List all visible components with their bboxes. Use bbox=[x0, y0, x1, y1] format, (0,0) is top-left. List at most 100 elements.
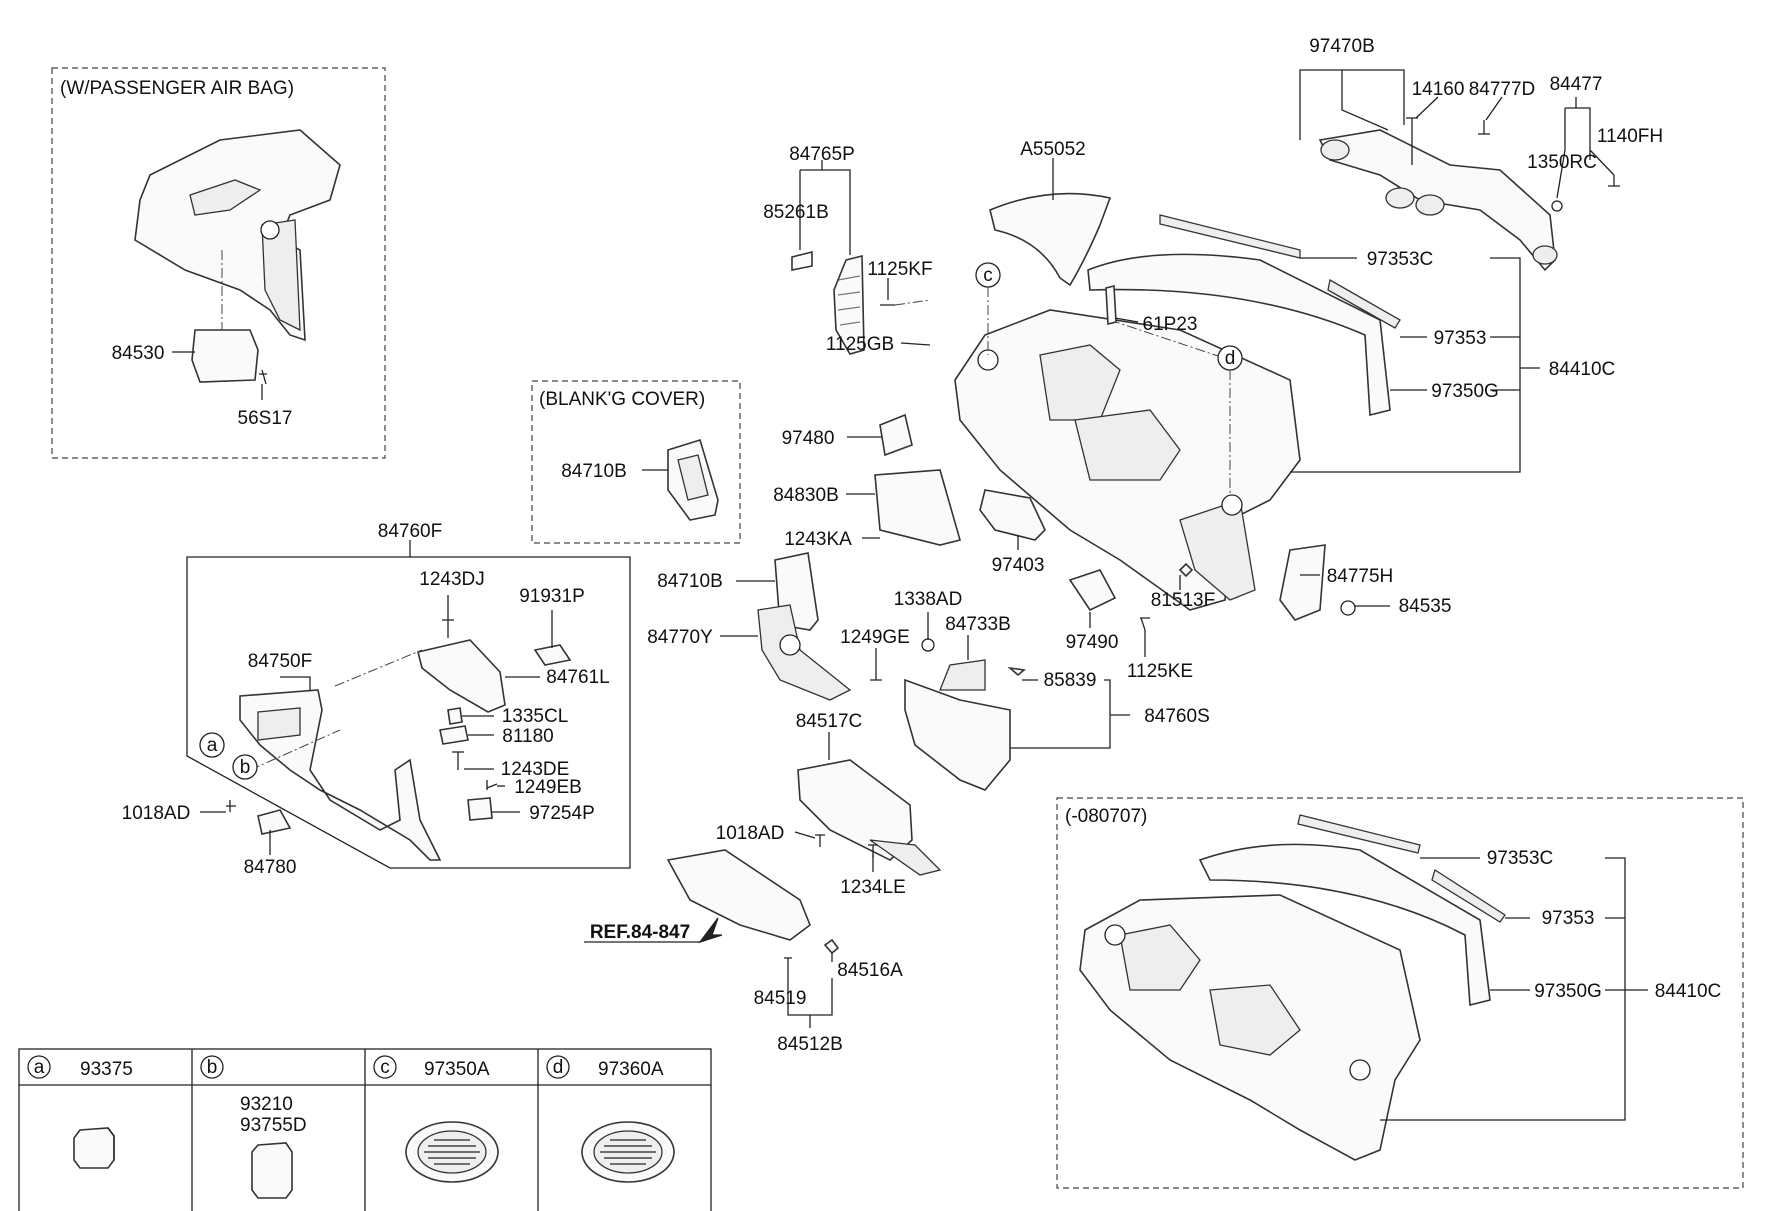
callout-circle-b bbox=[200, 1055, 224, 1079]
label-1243DE: 1243DE bbox=[501, 759, 570, 780]
label-1125KF: 1125KF bbox=[867, 259, 932, 280]
clip-1350RC bbox=[1551, 200, 1563, 212]
label-1018AD-mid: 1018AD bbox=[716, 823, 785, 844]
legend-cell-a: a 93375 bbox=[27, 1055, 133, 1169]
label-97350G-variant: 97350G bbox=[1534, 981, 1602, 1002]
label-84516A: 84516A bbox=[837, 960, 903, 981]
label-1243DJ: 1243DJ bbox=[419, 569, 485, 590]
label-81180: 81180 bbox=[502, 726, 553, 747]
label-84477: 84477 bbox=[1550, 74, 1603, 95]
callout-circle-d bbox=[546, 1055, 570, 1079]
label-97353-variant: 97353 bbox=[1542, 908, 1595, 929]
duct-97470B bbox=[1318, 129, 1558, 272]
latch-84516A bbox=[823, 938, 840, 955]
label-84760S: 84760S bbox=[1144, 706, 1210, 727]
duct-97353C bbox=[1087, 214, 1401, 417]
date-variant-box-title: (-080707) bbox=[1065, 806, 1147, 827]
label-81513F: 81513F bbox=[1151, 590, 1215, 611]
callout-circle-a bbox=[27, 1055, 51, 1079]
callout-circle-c bbox=[373, 1055, 397, 1079]
legend-part-d: 97360A bbox=[598, 1059, 664, 1080]
svg-text:b: b bbox=[207, 1057, 218, 1078]
screw-1125KE bbox=[1140, 617, 1150, 631]
label-97254P: 97254P bbox=[529, 803, 595, 824]
svg-text:c: c bbox=[380, 1057, 390, 1078]
label-84780: 84780 bbox=[244, 857, 297, 878]
legend-cell-d: d 97360A bbox=[546, 1055, 675, 1183]
blank-cover-box-title: (BLANK'G COVER) bbox=[539, 389, 705, 410]
label-61P23: 61P23 bbox=[1143, 314, 1198, 335]
label-84761L: 84761L bbox=[546, 667, 609, 688]
label-84760F: 84760F bbox=[378, 521, 442, 542]
label-97350G: 97350G bbox=[1431, 381, 1499, 402]
legend-cell-c: c 97350A bbox=[373, 1055, 499, 1183]
legend-part-c: 97350A bbox=[424, 1059, 490, 1080]
lower-panel-84750F bbox=[239, 689, 442, 861]
label-97403: 97403 bbox=[992, 555, 1045, 576]
label-56S17: 56S17 bbox=[238, 408, 293, 429]
passenger-dash-fragment bbox=[134, 129, 341, 342]
callout-circle-a-main bbox=[199, 732, 225, 758]
label-84410C-variant: 84410C bbox=[1655, 981, 1722, 1002]
variant-dashboard-84410C bbox=[1079, 814, 1506, 1161]
clip-84535 bbox=[1340, 600, 1356, 616]
svg-text:d: d bbox=[1225, 348, 1236, 369]
legend-part-b: 93210 bbox=[240, 1094, 293, 1115]
vent-97403 bbox=[979, 489, 1046, 541]
label-1243KA: 1243KA bbox=[784, 529, 852, 550]
clip-85839 bbox=[1007, 666, 1026, 677]
label-97470B: 97470B bbox=[1309, 36, 1375, 57]
label-85839: 85839 bbox=[1044, 670, 1097, 691]
lower-panel-84760S bbox=[904, 659, 1011, 791]
label-84765P: 84765P bbox=[789, 144, 855, 165]
airbag-module-84530 bbox=[191, 250, 259, 383]
label-14160: 14160 bbox=[1412, 79, 1465, 100]
svg-text:c: c bbox=[983, 265, 993, 286]
svg-text:d: d bbox=[553, 1057, 564, 1078]
label-84710B: 84710B bbox=[657, 571, 723, 592]
center-panel-84770Y bbox=[757, 552, 852, 701]
svg-text:a: a bbox=[34, 1057, 45, 1078]
label-1350RC: 1350RC bbox=[1527, 152, 1597, 173]
label-A55052: A55052 bbox=[1020, 139, 1086, 160]
label-84512B: 84512B bbox=[777, 1034, 843, 1055]
legend-part-b-2: 93755D bbox=[240, 1115, 307, 1136]
label-1018AD-left: 1018AD bbox=[122, 803, 191, 824]
label-1125KE: 1125KE bbox=[1127, 661, 1193, 682]
switch-97254P bbox=[467, 797, 493, 821]
label-84535: 84535 bbox=[1399, 596, 1452, 617]
label-84710B-box: 84710B bbox=[561, 461, 627, 482]
assembly-box-84760F bbox=[186, 556, 631, 869]
legend-cell-b: b 93210 93755D bbox=[200, 1055, 307, 1199]
label-1249EB: 1249EB bbox=[514, 777, 582, 798]
legend-part-a: 93375 bbox=[80, 1059, 133, 1080]
label-84410C: 84410C bbox=[1549, 359, 1616, 380]
label-84517C: 84517C bbox=[796, 711, 863, 732]
label-97353C-variant: 97353C bbox=[1487, 848, 1554, 869]
switch-cover-icon bbox=[251, 1142, 293, 1199]
label-97480: 97480 bbox=[782, 428, 835, 449]
label-1249GE: 1249GE bbox=[840, 627, 910, 648]
label-85261B: 85261B bbox=[763, 202, 829, 223]
clip-81180 bbox=[439, 725, 469, 745]
vent-97480 bbox=[879, 413, 913, 457]
date-variant-box bbox=[1056, 797, 1744, 1189]
label-97353: 97353 bbox=[1434, 328, 1487, 349]
label-84777D: 84777D bbox=[1469, 79, 1536, 100]
label-84775H: 84775H bbox=[1327, 566, 1394, 587]
part-labels: 97470B 14160 84777D 84477 1140FH 1350RC … bbox=[112, 36, 1722, 1055]
screw-56S17 bbox=[259, 369, 267, 385]
screw-1243DJ bbox=[442, 619, 454, 638]
switch-blank-icon bbox=[73, 1127, 115, 1169]
side-cover-84775H bbox=[1279, 544, 1326, 621]
glove-box-84517C bbox=[797, 759, 942, 876]
svg-text:b: b bbox=[240, 757, 251, 778]
label-1335CL: 1335CL bbox=[502, 706, 569, 727]
label-84519: 84519 bbox=[754, 988, 807, 1009]
screw-84777D bbox=[1478, 120, 1490, 135]
glove-box-lid-ref bbox=[666, 849, 811, 941]
screw-1249GE bbox=[870, 668, 882, 681]
cover-A55052 bbox=[989, 192, 1112, 287]
label-1338AD: 1338AD bbox=[894, 589, 963, 610]
